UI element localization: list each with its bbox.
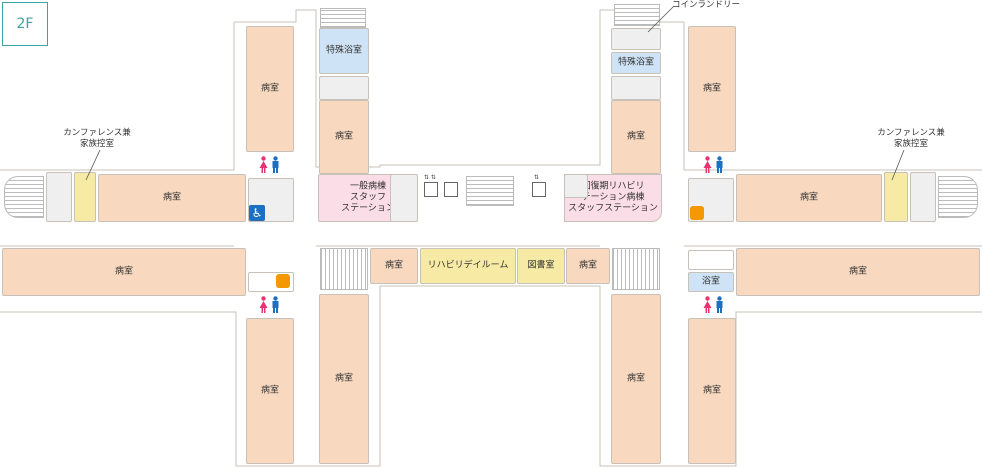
room-library[interactable]: 図書室 (517, 248, 565, 284)
hot-water-icon (276, 274, 290, 288)
room-label: 病室 (260, 385, 279, 396)
wheelchair-icon: ♿ (249, 205, 265, 221)
room-conference-left[interactable] (74, 172, 96, 222)
elevator-indicator: ⇅ (534, 174, 540, 181)
room-ward-upper-left[interactable]: 病室 (246, 26, 294, 152)
room-ward-left-upper[interactable]: 病室 (98, 174, 246, 222)
stairs-center-right-top (614, 4, 660, 26)
restroom-lower-right[interactable] (694, 294, 732, 316)
room-special-bath-right[interactable]: 特殊浴室 (611, 52, 661, 74)
room-ward-center-2[interactable]: 病室 (566, 248, 610, 284)
room-special-bath-left[interactable]: 特殊浴室 (319, 28, 369, 74)
room-label: 病室 (260, 83, 279, 94)
room-label: 病室 (702, 83, 721, 94)
room-label: 回復期リハビリ テーション病棟 スタッフステーション (568, 181, 658, 214)
room-rehab-dayroom[interactable]: リハビリデイルーム (420, 248, 516, 284)
room-label: 病室 (626, 131, 645, 142)
room-ward-right-upper[interactable]: 病室 (736, 174, 882, 222)
stairs-center-left-bottom (320, 248, 368, 290)
room-ward-lower-right[interactable]: 病室 (688, 318, 736, 464)
floor-label: 2F (2, 2, 48, 46)
restroom-male-icon (272, 156, 278, 173)
room-label: 病室 (626, 373, 645, 384)
room-ward-lower-left[interactable]: 病室 (246, 318, 294, 464)
room-ward-center-right-upper[interactable]: 病室 (611, 100, 661, 174)
elevator-icon (444, 182, 458, 197)
restroom-female-icon (259, 296, 267, 313)
elevator-icon (424, 182, 438, 197)
room-label: 一般病棟 スタッフ ステーション (341, 181, 395, 214)
conference-right-callout: カンファレンス兼 家族控室 (877, 128, 945, 149)
room-bath-right-top (688, 250, 734, 270)
room-label: 病室 (162, 192, 181, 203)
room-label: 病室 (334, 373, 353, 384)
room-ward-upper-right[interactable]: 病室 (688, 26, 736, 152)
stairs-center (466, 176, 514, 206)
room-label: 病室 (799, 192, 818, 203)
room-label: 病室 (848, 266, 867, 277)
room-label: リハビリデイルーム (427, 260, 509, 271)
restroom-female-icon (703, 156, 711, 173)
hot-water-icon (690, 206, 704, 220)
room-bath-right[interactable]: 浴室 (688, 272, 734, 292)
room-storage-right (910, 172, 936, 222)
conference-left-callout: カンファレンス兼 家族控室 (63, 128, 131, 149)
room-utility-center-left (390, 174, 418, 222)
restroom-upper-right[interactable] (694, 154, 732, 176)
restroom-female-icon (703, 296, 711, 313)
room-coin-laundry[interactable] (611, 28, 661, 50)
room-label: 病室 (334, 131, 353, 142)
room-label: 特殊浴室 (617, 57, 654, 68)
room-storage-center-left (319, 76, 369, 100)
restroom-male-icon (716, 156, 722, 173)
room-label: 特殊浴室 (325, 45, 362, 56)
room-label: 病室 (702, 385, 721, 396)
elevator-icon (532, 182, 546, 197)
restroom-male-icon (272, 296, 278, 313)
room-ward-center-1[interactable]: 病室 (370, 248, 418, 284)
stairs-center-left-top (320, 8, 366, 28)
room-ward-center-left-upper[interactable]: 病室 (319, 100, 369, 174)
room-ward-center-left-lower[interactable]: 病室 (319, 294, 369, 464)
restroom-lower-left[interactable] (250, 294, 288, 316)
room-label: 病室 (384, 260, 403, 271)
elevator-indicator: ⇅ ⇅ (424, 174, 436, 181)
room-label: 浴室 (701, 276, 720, 287)
room-label: 病室 (114, 266, 133, 277)
room-label: 図書室 (527, 260, 555, 271)
restroom-upper-left[interactable] (250, 154, 288, 176)
stairs-right-upper (938, 176, 978, 218)
stairs-left-upper (4, 176, 44, 218)
restroom-female-icon (259, 156, 267, 173)
conference-right-leader (891, 150, 905, 181)
room-conference-right[interactable] (884, 172, 908, 222)
room-ward-center-right-lower[interactable]: 病室 (611, 294, 661, 464)
stairs-center-right-bottom (612, 248, 660, 290)
room-utility-center-right (564, 174, 588, 198)
room-ward-right-lower[interactable]: 病室 (736, 248, 980, 296)
room-storage-center-right (611, 76, 661, 100)
room-label: 病室 (578, 260, 597, 271)
conference-left-leader (85, 150, 101, 181)
restroom-male-icon (716, 296, 722, 313)
room-ward-left-lower[interactable]: 病室 (2, 248, 246, 296)
coin-laundry-leader (647, 5, 675, 33)
room-storage-left (46, 172, 72, 222)
coin-laundry-callout: コインランドリー (672, 0, 741, 10)
